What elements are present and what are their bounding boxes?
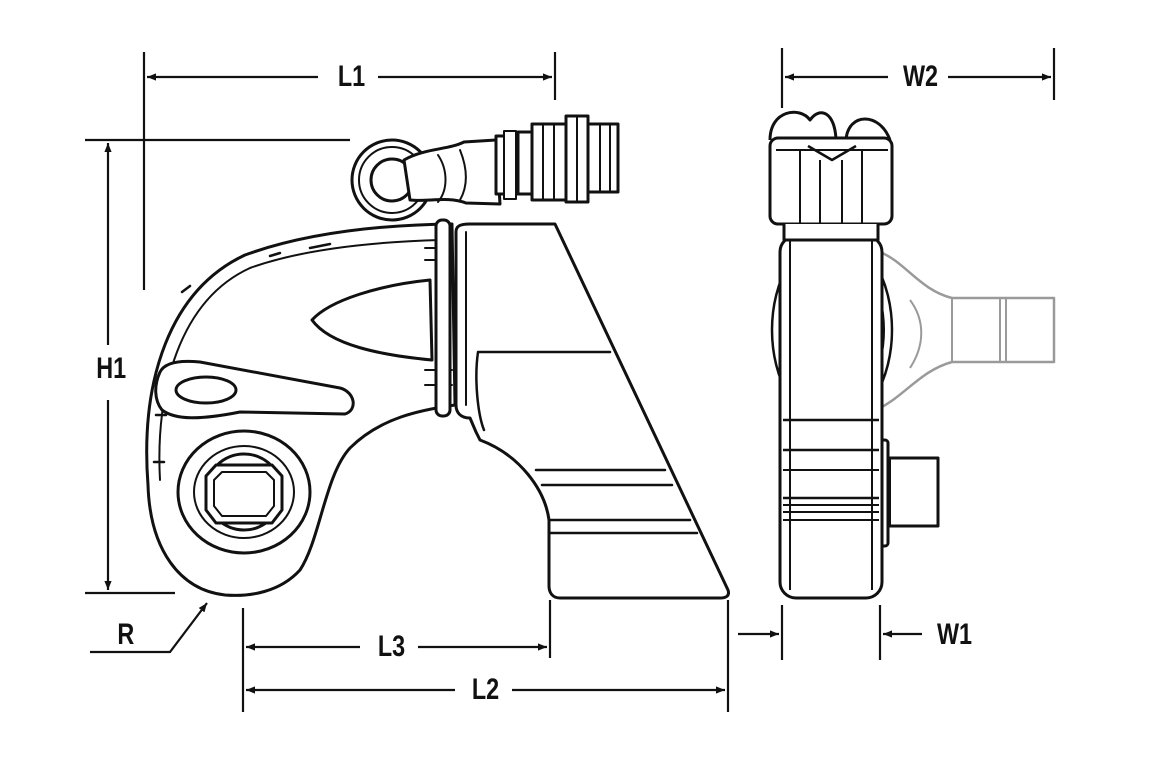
square-drive — [176, 429, 312, 555]
front-body — [778, 234, 884, 600]
label-l3: L3 — [376, 630, 407, 663]
wrench-front-view — [768, 110, 1056, 600]
front-fitting — [768, 110, 894, 242]
label-w2: W2 — [901, 60, 940, 93]
dimension-lines — [85, 48, 1056, 712]
label-r: R — [115, 618, 136, 651]
swivel-fitting — [350, 114, 620, 222]
wrench-side-view — [145, 114, 730, 600]
reaction-arm — [454, 222, 730, 600]
label-h1: H1 — [94, 352, 128, 385]
label-l1: L1 — [336, 60, 367, 93]
label-w1: W1 — [935, 618, 974, 651]
hose-ghost — [879, 250, 1056, 410]
r-leader-line — [90, 602, 208, 654]
label-l2: L2 — [470, 673, 501, 706]
